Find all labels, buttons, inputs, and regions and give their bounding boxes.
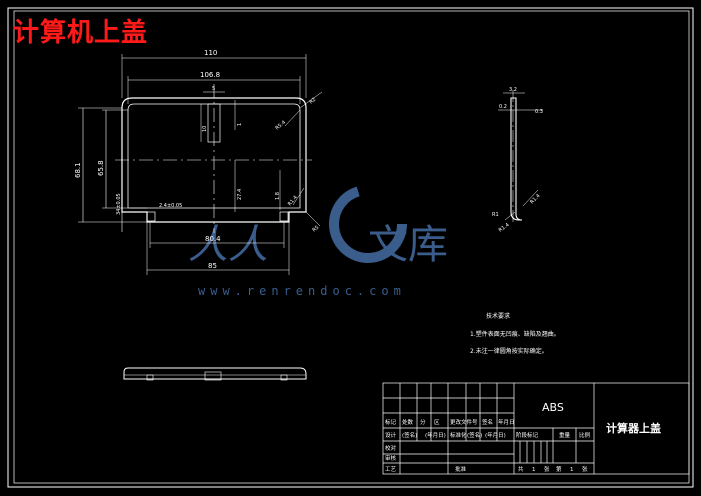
dim-right-small: 1.8 <box>275 192 281 200</box>
side-dim-rb2: R1 <box>492 212 499 218</box>
side-dim-top: 3.2 <box>509 87 517 93</box>
side-dim-rb3: R1.4 <box>498 222 511 233</box>
drawing-title-overlay: 计算机上盖 <box>13 18 149 48</box>
side-dim-right-top: 0.3 <box>535 109 543 115</box>
dim-inner-height: 65.8 <box>97 160 105 176</box>
dim-bottom-width-2: 85 <box>208 262 217 270</box>
dim-slot-height: 10 <box>202 126 208 132</box>
header-fen: 分 <box>420 418 426 426</box>
front-view <box>78 54 323 275</box>
watermark-logo-icon <box>329 185 407 263</box>
watermark-left-text: 人人 <box>188 222 268 268</box>
approve-label: 批准 <box>455 465 467 473</box>
title-block <box>382 382 690 475</box>
section-view <box>123 367 307 381</box>
design-std-sign: (签名) <box>467 431 482 439</box>
material: ABS <box>542 401 564 414</box>
row-label-design: 设计 <box>385 431 397 439</box>
drawing-border <box>7 7 694 488</box>
watermark-url: www.renrendoc.com <box>198 284 406 298</box>
side-view <box>498 90 543 225</box>
dim-slot-width: 5 <box>212 86 215 92</box>
dim-radius-top: R2 <box>308 97 317 106</box>
side-outline <box>510 97 523 221</box>
front-outline <box>121 97 307 223</box>
design-std: 标准化 <box>450 431 467 439</box>
design-sign: (签名) <box>402 431 417 439</box>
header-sign: 签名 <box>482 418 493 426</box>
notes-line-1: 1.塑件表面无凹痕、缺陷及翘曲。 <box>470 330 560 338</box>
notes-heading: 技术要求 <box>486 312 510 320</box>
header-change: 更改文件号 <box>450 418 478 426</box>
dim-center-height: 27.4 <box>237 189 243 200</box>
header-qu: 区 <box>434 419 440 426</box>
sheet-total: 1 <box>532 467 536 473</box>
side-view-dims: 3.2 0.2 0.3 R1.4 R1 R1.4 <box>492 87 543 234</box>
notes-line-2: 2.未注一律圆角按实际确定。 <box>470 347 548 355</box>
technical-notes: 技术要求 1.塑件表面无凹痕、缺陷及翘曲。 2.未注一律圆角按实际确定。 <box>470 312 560 355</box>
header-date: 年月日 <box>498 418 515 426</box>
sheet-zhang-1: 张 <box>544 465 550 473</box>
dim-slot-small: 1 <box>237 123 243 126</box>
watermark: 人人 文库 www.renrendoc.com <box>188 185 448 298</box>
side-dim-left-top: 0.2 <box>499 104 507 110</box>
header-count: 处数 <box>402 418 414 426</box>
stage-weight: 重量 <box>559 431 571 439</box>
row-label-check: 校对 <box>385 444 397 452</box>
dim-overall-width: 110 <box>204 49 217 57</box>
dim-bottom-width-1: 80.4 <box>205 235 221 243</box>
side-dim-rb1: R1.4 <box>529 193 541 205</box>
design-std-date: (年月日) <box>485 431 506 439</box>
stage-mark: 阶段标记 <box>516 431 539 439</box>
dim-radius-inner: R5.4 <box>274 120 287 132</box>
dim-overall-height: 68.1 <box>74 162 82 178</box>
sheet-gong: 共 <box>518 465 524 473</box>
front-view-dims: 110 106.8 68.1 65.8 34±0.05 2.4±0.05 80.… <box>74 49 320 270</box>
dim-gap: 2.4±0.05 <box>159 203 182 209</box>
title-block-text: ABS 计算器上盖 标记 处数 分 区 更改文件号 签名 年月日 设计 (签名)… <box>385 401 661 473</box>
dim-inner-width: 106.8 <box>200 71 220 79</box>
part-name: 计算器上盖 <box>606 421 661 435</box>
sheet-number: 1 <box>570 467 574 473</box>
dim-radius-bottom-1: R1.4 <box>287 195 299 208</box>
watermark-right-text: 文库 <box>368 222 448 268</box>
row-label-audit: 审核 <box>385 454 397 462</box>
section-outline <box>123 367 307 380</box>
sheet-di: 第 <box>556 465 562 473</box>
drawing-frame-inner <box>13 10 690 484</box>
dim-left-height: 34±0.05 <box>116 193 122 215</box>
front-inner-outline <box>127 103 301 209</box>
dim-radius-bottom-2: R5 <box>311 225 320 234</box>
header-mark: 标记 <box>385 418 397 426</box>
row-label-process: 工艺 <box>385 466 397 473</box>
design-date: (年月日) <box>425 431 446 439</box>
sheet-zhang-2: 张 <box>582 465 588 473</box>
stage-scale: 比例 <box>579 431 591 439</box>
